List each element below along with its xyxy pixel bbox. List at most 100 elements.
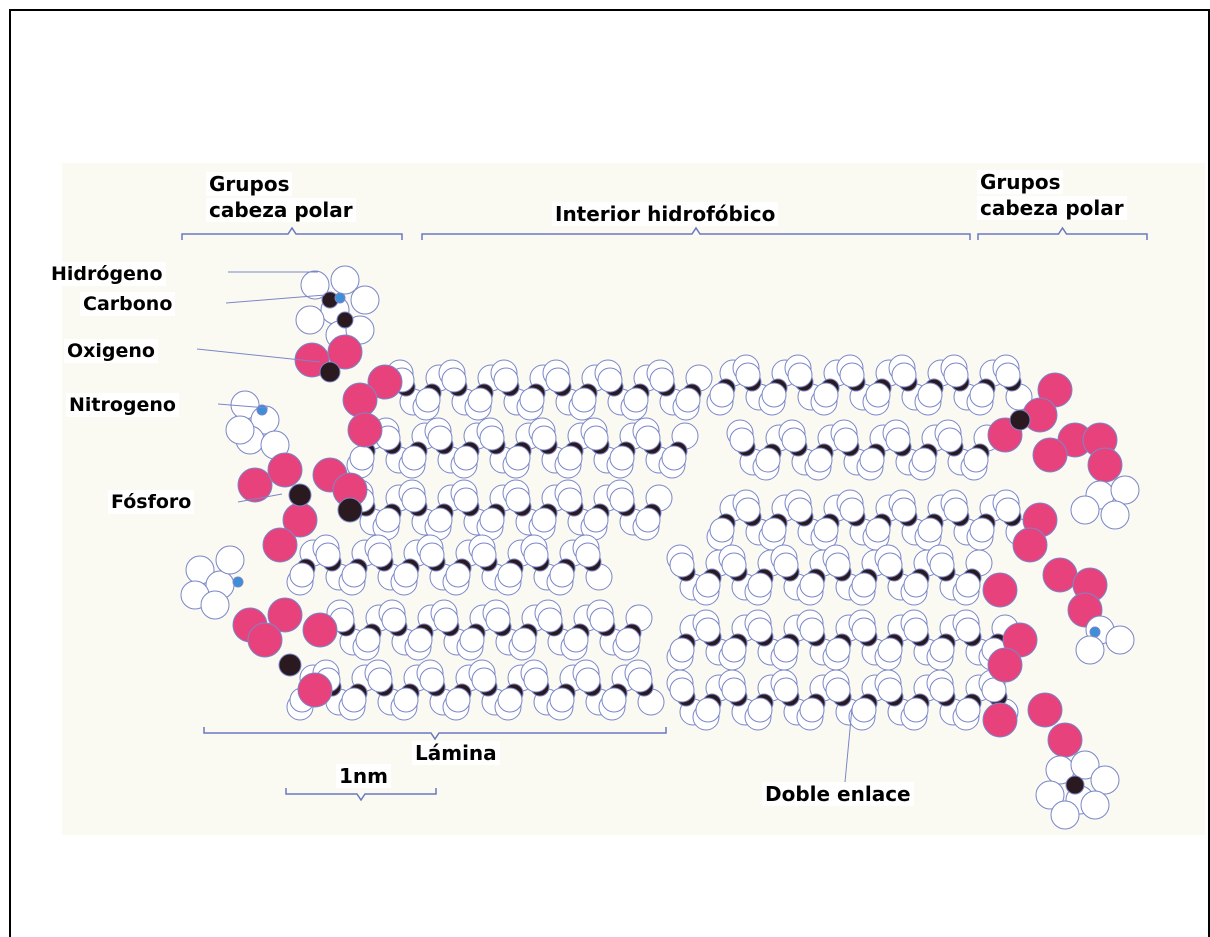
hydrogen-atom [918, 383, 942, 407]
hydrogen-atom [428, 426, 452, 450]
hydrogen-atom [722, 638, 746, 662]
hydrogen-atom [748, 618, 772, 642]
hydrogen-atom [428, 508, 452, 532]
label-scale: 1nm [336, 764, 391, 788]
carbon-atom [338, 498, 362, 522]
hydrogen-atom [442, 368, 466, 392]
left-header-line1: Grupos [206, 172, 292, 196]
hydrogen-atom [402, 446, 426, 470]
hydrogen-atom [351, 286, 379, 314]
hydrogen-atom [912, 448, 936, 472]
label-nitrogen: Nitrogeno [66, 393, 179, 417]
hydrogen-atom [762, 518, 786, 542]
hydrogen-atom [1106, 626, 1134, 654]
hydrogen-atom [506, 446, 530, 470]
hydrogen-atom [996, 363, 1020, 387]
hydrogen-atom [736, 498, 760, 522]
nitrogen-atom [1090, 627, 1100, 637]
nitrogen-atom [233, 577, 243, 587]
hydrogen-atom [996, 498, 1020, 522]
hydrogen-atom [930, 553, 954, 577]
hydrogen-atom [756, 448, 780, 472]
oxygen-atom [983, 703, 1017, 737]
hydrogen-atom [610, 446, 634, 470]
oxygen-atom [1043, 558, 1077, 592]
center-header: Interior hidrofóbico [552, 202, 778, 226]
carbon-atom [320, 362, 340, 382]
oxygen-atom [1013, 528, 1047, 562]
hydrogen-atom [290, 563, 314, 587]
hydrogen-atom [201, 591, 229, 619]
hydrogen-atom [342, 688, 366, 712]
hydrogen-atom [558, 446, 582, 470]
oxygen-atom [983, 573, 1017, 607]
hydrogen-atom [394, 563, 418, 587]
oxygen-atom [1028, 693, 1062, 727]
hydrogen-atom [852, 698, 876, 722]
hydrogen-atom [878, 638, 902, 662]
hydrogen-atom [480, 426, 504, 450]
hydrogen-atom [216, 546, 244, 574]
hydrogen-atom [834, 428, 858, 452]
oxygen-atom [268, 453, 302, 487]
hydrogen-atom [662, 446, 686, 470]
right-header-line1: Grupos [977, 170, 1063, 194]
hydrogen-atom [730, 428, 754, 452]
hydrogen-atom [420, 668, 444, 692]
hydrogen-atom [1091, 766, 1119, 794]
hydrogen-atom [446, 688, 470, 712]
hydrogen-atom [904, 698, 928, 722]
hydrogen-atom [550, 563, 574, 587]
label-hydrogen: Hidrógeno [48, 262, 166, 286]
hydrogen-atom [748, 698, 772, 722]
hydrogen-atom [610, 488, 634, 512]
hydrogen-atom [670, 678, 694, 702]
carbon-atom [1066, 776, 1084, 794]
hydrogen-atom [394, 688, 418, 712]
hydrogen-atom [446, 563, 470, 587]
hydrogen-atom [788, 498, 812, 522]
hydrogen-atom [628, 668, 652, 692]
hydrogen-atom [788, 363, 812, 387]
hydrogen-atom [1081, 791, 1109, 819]
hydrogen-atom [486, 608, 510, 632]
hydrogen-atom [956, 573, 980, 597]
hydrogen-atom [546, 368, 570, 392]
hydrogen-atom [590, 608, 614, 632]
hydrogen-atom [538, 608, 562, 632]
oxygen-atom [348, 413, 382, 447]
hydrogen-atom [808, 448, 832, 472]
hydrogen-atom [840, 498, 864, 522]
hydrogen-atom [498, 688, 522, 712]
hydrogen-atom [904, 573, 928, 597]
hydrogen-atom [564, 628, 588, 652]
hydrogen-atom [826, 638, 850, 662]
hydrogen-atom [892, 498, 916, 522]
label-sheet: Lámina [412, 741, 500, 765]
hydrogen-atom [852, 573, 876, 597]
hydrogen-atom [532, 508, 556, 532]
hydrogen-atom [598, 368, 622, 392]
left-headgroup-bracket [182, 228, 402, 240]
hydrogen-atom [970, 383, 994, 407]
oxygen-atom [1088, 448, 1122, 482]
hydrogen-atom [670, 638, 694, 662]
hydrogen-atom [650, 368, 674, 392]
hydrogen-atom [762, 383, 786, 407]
hydrogen-atom [696, 618, 720, 642]
hydrogen-atom [800, 618, 824, 642]
hydrogen-atom [602, 688, 626, 712]
hydrogen-atom [468, 388, 492, 412]
hydrogen-atom [584, 508, 608, 532]
hydrogen-atom [1111, 476, 1139, 504]
hydrogen-atom [498, 563, 522, 587]
hydrogen-atom [454, 446, 478, 470]
hydrogen-atom [774, 553, 798, 577]
oxygen-atom [298, 673, 332, 707]
hydrogen-atom [558, 488, 582, 512]
nitrogen-atom [335, 293, 345, 303]
hydrogen-atom [524, 543, 548, 567]
hydrogen-atom [356, 628, 380, 652]
hydrogen-atom [930, 678, 954, 702]
